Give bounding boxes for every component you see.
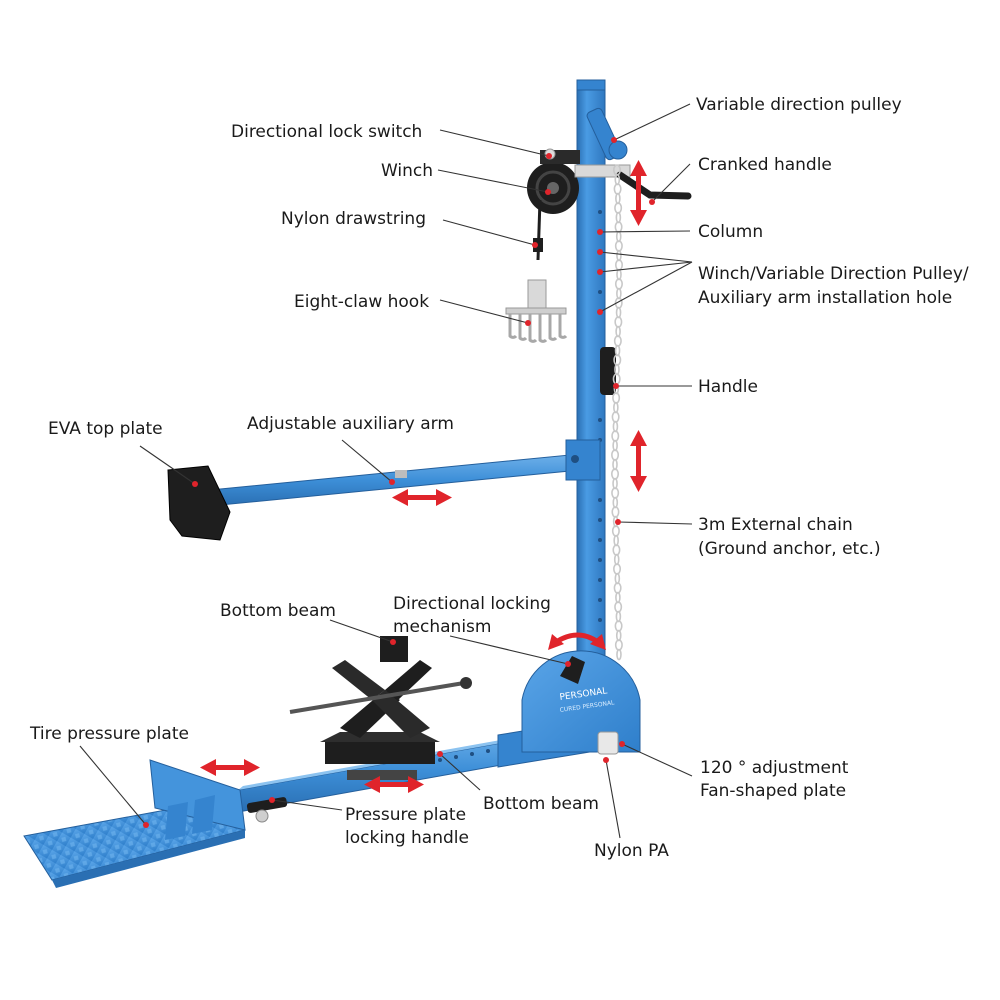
chain-link: [614, 202, 623, 214]
chain-link: [612, 458, 618, 471]
column-handle: [600, 347, 616, 395]
chain-vertical-arrow: [630, 430, 647, 492]
frame: PERSONAL CURED PERSONAL: [23, 79, 692, 888]
chain-link: [613, 335, 622, 347]
chain-link: [614, 278, 623, 290]
chain-link: [612, 477, 618, 490]
tire-pressure-plate: [23, 759, 246, 888]
eight-claw-hook: [505, 279, 568, 343]
callout-dots: [143, 137, 655, 828]
label-pressure-plate-line2: locking handle: [345, 828, 469, 848]
chain-link: [611, 468, 620, 480]
chain-link: [616, 287, 622, 300]
chain-link: [613, 183, 622, 195]
labels: Variable direction pulley Directional lo…: [29, 95, 969, 861]
cranked-handle-vertical-arrow: [630, 160, 647, 226]
chain-link: [611, 411, 620, 423]
jack-horizontal-arrow: [364, 776, 424, 793]
label-variable-direction-pulley: Variable direction pulley: [696, 95, 902, 115]
chain-link: [615, 629, 622, 642]
label-directional-lock-switch: Directional lock switch: [231, 122, 422, 142]
cranked-handle-part: [616, 171, 692, 200]
chain-link: [614, 572, 621, 585]
chain-link: [614, 240, 623, 252]
label-nylon-drawstring: Nylon drawstring: [281, 209, 426, 229]
label-directional-locking-line1: Directional locking: [393, 594, 551, 614]
chain-link: [613, 563, 622, 575]
label-nylon-pa: Nylon PA: [594, 841, 669, 861]
chain-link: [613, 553, 620, 566]
chain-link: [614, 316, 623, 328]
chain-link: [614, 639, 623, 651]
red-arrows: [200, 160, 647, 793]
chain-link: [616, 648, 622, 661]
chain-link: [612, 544, 621, 556]
label-directional-locking-line2: mechanism: [393, 617, 491, 637]
label-bottom-beam-bottom: Bottom beam: [483, 794, 599, 814]
tire-plate-horizontal-arrow: [200, 759, 260, 776]
chain-link: [614, 259, 623, 271]
chain-link: [615, 230, 622, 243]
label-external-chain-line1: 3m External chain: [698, 515, 853, 535]
chain-link: [615, 325, 621, 338]
chain-link: [611, 487, 620, 499]
label-install-hole-line1: Winch/Variable Direction Pulley/: [698, 264, 969, 284]
chain-link: [611, 430, 620, 442]
chain-link: [611, 506, 620, 518]
chain-link: [613, 582, 622, 594]
chain-link: [612, 420, 619, 433]
chain-link: [615, 211, 622, 224]
label-bottom-beam-top: Bottom beam: [220, 601, 336, 621]
chain-link: [614, 221, 623, 233]
label-install-hole-line2: Auxiliary arm installation hole: [698, 288, 952, 308]
label-adjustment-line2: Fan-shaped plate: [700, 781, 846, 801]
chain-link: [614, 620, 623, 632]
eva-top-plate: [167, 465, 231, 541]
chain-link: [615, 591, 621, 604]
label-eight-claw-hook: Eight-claw hook: [294, 292, 429, 312]
leader-lines: [79, 103, 693, 839]
rotation-curved-arrow: [548, 632, 606, 650]
directional-locking-lever: [560, 656, 585, 684]
chain-link: [612, 392, 621, 404]
chain-link: [612, 496, 619, 509]
chain-link: [613, 401, 619, 414]
chain-link: [614, 601, 623, 613]
label-adjustable-auxiliary-arm: Adjustable auxiliary arm: [247, 414, 454, 434]
label-handle: Handle: [698, 377, 758, 397]
chain-link: [615, 306, 622, 319]
aux-arm-horizontal-arrow: [392, 489, 452, 506]
chain-link: [612, 439, 618, 452]
label-eva-top-plate: EVA top plate: [48, 419, 163, 439]
label-tire-pressure-plate: Tire pressure plate: [29, 724, 189, 744]
chain-link: [615, 192, 621, 205]
chain-link: [614, 344, 621, 357]
label-cranked-handle: Cranked handle: [698, 155, 832, 175]
chain-link: [611, 525, 620, 537]
label-external-chain-line2: (Ground anchor, etc.): [698, 539, 881, 559]
scissor-jack: [289, 636, 472, 780]
variable-direction-pulley: [586, 107, 628, 161]
label-adjustment-line1: 120 ° adjustment: [700, 758, 849, 778]
chain-link: [613, 534, 619, 547]
chain-link: [616, 268, 622, 281]
chain-link: [616, 249, 622, 262]
chain-link: [611, 449, 620, 461]
chain-link: [615, 610, 622, 623]
label-pressure-plate-line1: Pressure plate: [345, 805, 466, 825]
external-chain: [611, 164, 623, 661]
label-column: Column: [698, 222, 763, 242]
fan-shaped-plate: PERSONAL CURED PERSONAL: [521, 650, 641, 755]
label-winch: Winch: [381, 161, 433, 181]
chain-link: [614, 363, 620, 376]
